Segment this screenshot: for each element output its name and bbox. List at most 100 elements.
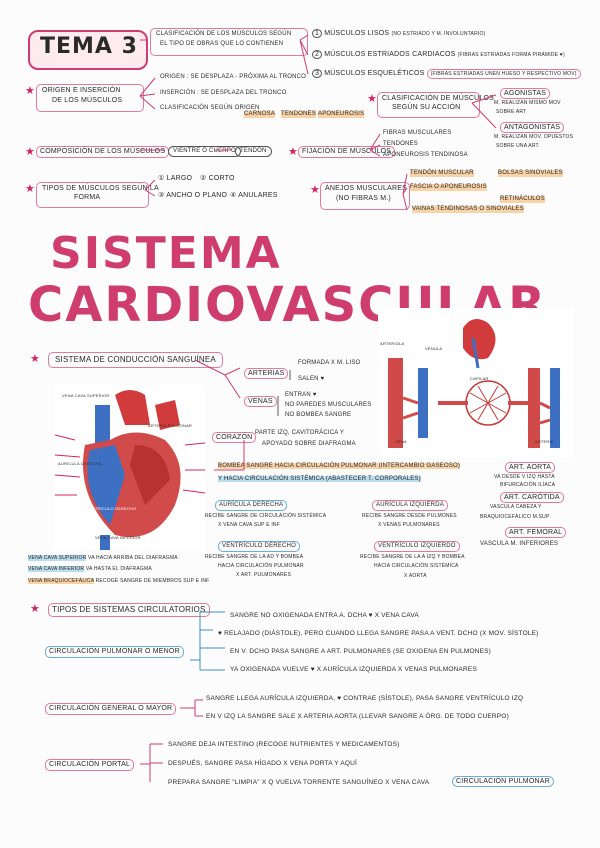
corazon-desc-2: apoyado sobre diafragma bbox=[262, 441, 356, 447]
tipos-item-anulares: ④ Anulares bbox=[230, 192, 278, 199]
heart-label-cava-sup: Vena cava superior bbox=[62, 393, 110, 398]
arterias-label: Arterias bbox=[244, 368, 289, 379]
muscle-class-title-2: el tipo de obras que lo contienen bbox=[160, 41, 284, 47]
circ-pulmonar-step-4: Ya oxigenada vuelve ♥ x Aurícula izquier… bbox=[230, 666, 477, 673]
bombea-2: y hacia circulación sistémica (abastecer… bbox=[218, 476, 421, 482]
fijacion-item-3: Aponeurosis tendinosa bbox=[383, 152, 468, 158]
vena-cava-inf: Vena cava inferior Va hasta el diafragma bbox=[28, 566, 152, 572]
ventriculo-izquierdo-desc-1: Recibe sangre de la A izq y bombea bbox=[360, 554, 465, 560]
origen-item-1: Origen : se desplaza - próxima al tronco bbox=[160, 74, 307, 80]
vessel-diagram bbox=[378, 308, 573, 458]
origen-tag-aponeurosis: Aponeurosis bbox=[318, 111, 365, 118]
star-icon: ★ bbox=[310, 183, 320, 196]
ventriculo-derecho-desc-1: Recibe sangre de la AD y bombea bbox=[205, 554, 304, 560]
tipos-item-ancho: ③ Ancho o plano bbox=[158, 192, 228, 199]
auricula-izquierda-desc-1: Recibe sangre desde pulmones bbox=[362, 513, 457, 519]
circ-general-step-1: Sangre llega aurícula izquierda, ♥ contr… bbox=[206, 695, 524, 702]
tipos-sistemas-title: Tipos de sistemas circulatorios bbox=[48, 603, 210, 617]
auricula-izquierda-desc-2: x venas pulmonares bbox=[378, 522, 440, 528]
art-femoral-desc: Vascula M. inferiores bbox=[480, 541, 559, 547]
tipos-title-1: Tipos de músculos según la bbox=[42, 185, 159, 192]
bombea-1: Bombea sangre hacia circulación pulmonar… bbox=[218, 463, 461, 469]
circ-portal-step-3: prepara sangre "limpia" x q vuelva torre… bbox=[168, 779, 430, 786]
origen-item-3: Clasificación según origen bbox=[160, 105, 260, 111]
ventriculo-derecho: Ventrículo derecho bbox=[218, 541, 300, 552]
heart-label-vent-d: Ventrículo derecho bbox=[86, 506, 137, 511]
vessel-label-arteriola: Arteriola bbox=[380, 341, 405, 346]
anejos-item-fascia: Fascia o aponeurosis bbox=[410, 184, 487, 191]
anejos-box bbox=[320, 182, 410, 210]
origen-box bbox=[36, 84, 144, 112]
star-icon: ★ bbox=[288, 145, 298, 158]
anejos-item-bolsas: Bolsas sinoviales bbox=[498, 170, 563, 177]
vena-braquio: Vena braquiocefálica Recoge sangre de mi… bbox=[28, 578, 210, 584]
heart-label-art-pulm: Arteria pulmonar bbox=[148, 423, 193, 428]
agonistas-desc-1: M. realizan mismo mov bbox=[494, 100, 561, 106]
art-aorta: Art. Aorta bbox=[505, 462, 556, 473]
art-carotida: Art. Carótida bbox=[500, 492, 564, 503]
venas-item-1: Entran ♥ bbox=[285, 392, 317, 398]
ventriculo-izquierdo-desc-2: hacia circulación sistémica bbox=[374, 563, 459, 569]
star-icon: ★ bbox=[25, 145, 35, 158]
conduccion-title: Sistema de conducción sanguínea bbox=[48, 352, 223, 368]
circ-general-step-2: En V izq la sangre sale x arteria aorta … bbox=[206, 713, 509, 720]
fijacion-item-2: Tendones bbox=[383, 141, 418, 147]
auricula-derecha: Aurícula derecha bbox=[215, 500, 288, 511]
ventriculo-derecho-desc-2: hacia circulación pulmonar bbox=[218, 563, 304, 569]
tema-title-box bbox=[28, 30, 148, 70]
anejos-item-retinaculos: Retináculos bbox=[500, 196, 545, 203]
antagonistas-desc-1: M. realizan mov. opuestos bbox=[494, 134, 574, 140]
tipos-title-2: forma bbox=[74, 194, 101, 201]
arterias-item-2: Salen ♥ bbox=[298, 376, 325, 382]
tipos-item-largo: ① Largo bbox=[158, 175, 193, 182]
anejos-title-2: (no fibras M.) bbox=[336, 195, 391, 202]
vessel-label-venula: Vénula bbox=[425, 346, 443, 351]
circ-pulmonar-title: Circulación pulmonar o menor bbox=[45, 646, 184, 658]
muscle-class-title-1: Clasificación de los músculos según bbox=[156, 31, 292, 37]
circ-pulmonar-step-2: ♥ Relajado (diástole), pero cuando llega… bbox=[218, 630, 539, 637]
circ-pulmonar-step-1: Sangre no oxigenada entra A. dcha ♥ x ve… bbox=[230, 612, 419, 619]
tipos-item-corto: ② Corto bbox=[200, 175, 235, 182]
ventriculo-izquierdo: Ventrículo izquierdo bbox=[374, 541, 460, 552]
antagonistas-desc-2: sobre una art. bbox=[496, 143, 540, 149]
muscle-class-box bbox=[150, 28, 308, 56]
anejos-item-tendon: Tendón muscular bbox=[410, 170, 474, 177]
clasif-accion-box bbox=[377, 92, 480, 118]
star-icon: ★ bbox=[25, 84, 35, 97]
vena-cava-sup: Vena cava superior Va hacia arriba del d… bbox=[28, 555, 178, 561]
fijacion-title: Fijación de músculos bbox=[298, 146, 396, 158]
clasif-accion-title-2: según su acción bbox=[392, 104, 461, 111]
corazon-label: Corazón bbox=[212, 432, 257, 443]
fijacion-item-1: Fibras musculares bbox=[383, 130, 452, 136]
ventriculo-derecho-desc-3: x Art. pulmonares bbox=[236, 572, 291, 578]
star-icon: ★ bbox=[30, 602, 40, 615]
heart-label-cava-inf: Vena cava inferior bbox=[95, 535, 141, 540]
antagonistas: Antagonistas bbox=[500, 122, 565, 133]
corazon-desc-1: Parte izq, cavitorácica y bbox=[255, 430, 345, 436]
star-icon: ★ bbox=[30, 352, 40, 365]
auricula-derecha-desc-2: x vena cava sup e inf bbox=[218, 522, 280, 528]
ventriculo-izquierdo-desc-3: x Aorta bbox=[404, 573, 427, 579]
tema-title: TEMA 3 bbox=[40, 34, 138, 59]
vessel-label-capilar: Capilar bbox=[470, 376, 489, 381]
auricula-derecha-desc-1: Recibe sangre de circulación sistémica bbox=[205, 513, 327, 519]
muscle-type-2: 2 Músculos estriados cardiacos (fibras e… bbox=[312, 50, 565, 59]
agonistas-desc-2: sobre art bbox=[496, 109, 527, 115]
anejos-title-1: Anejos musculares bbox=[325, 185, 407, 192]
art-carotida-desc-1: Vascula cabeza y bbox=[490, 504, 542, 510]
circ-portal-step-1: Sangre deja intestino (recoge nutrientes… bbox=[168, 741, 400, 748]
origen-tag-tendones: Tendones bbox=[281, 111, 316, 118]
circ-portal-title: Circulación portal bbox=[45, 759, 135, 771]
muscle-type-3: 3 Músculos esqueléticos (fibras estriada… bbox=[312, 69, 581, 79]
art-aorta-desc-2: bifurcación ilíaca bbox=[500, 482, 556, 488]
origen-item-2: Inserción : se desplaza del tronco bbox=[160, 90, 287, 96]
tipos-box bbox=[36, 182, 149, 208]
vessel-label-vena: Vena bbox=[395, 439, 407, 444]
big-title-sistema: SISTEMA bbox=[50, 228, 282, 279]
art-carotida-desc-2: braquiocefálico M.sup bbox=[480, 514, 550, 520]
origen-title-2: de los músculos bbox=[52, 97, 123, 104]
clasif-accion-title-1: Clasificación de músculos bbox=[382, 95, 494, 102]
composicion-item-tendon: Tendón bbox=[235, 146, 272, 157]
agonistas: Agonistas bbox=[500, 88, 551, 99]
